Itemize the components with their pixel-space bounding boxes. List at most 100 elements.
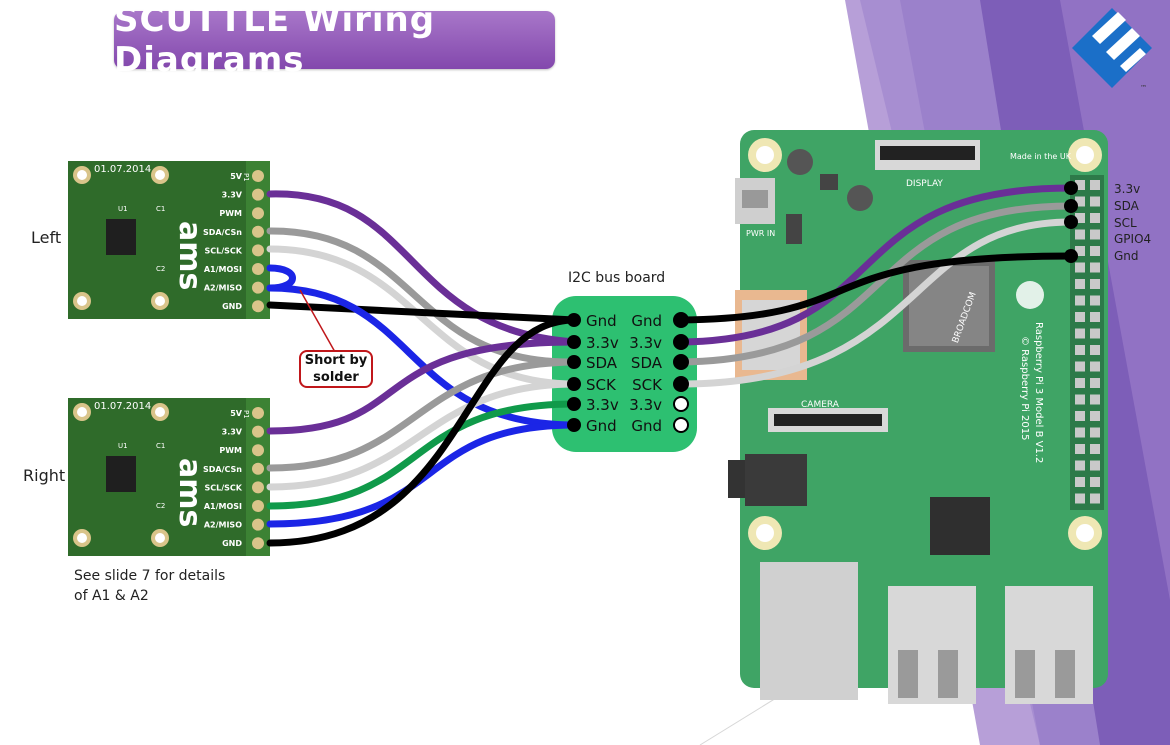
gpio-pin [1090,229,1100,240]
sensor-pin-pad [252,444,264,457]
gpio-pin [1090,345,1100,355]
pwr-in-label: PWR IN [746,229,775,238]
gpio-pin [1075,378,1085,388]
bus-left-terminal [567,377,581,391]
wire-right-3v3 [266,338,579,435]
cap1-label: C1 [156,442,165,450]
left-sensor-label: Left [31,228,62,247]
sensor-pin-label: PWM [219,446,242,455]
bus-left-terminal [567,397,581,411]
sensor-pin-pad [252,425,264,438]
wire-right-gnd [266,316,579,547]
details-note: See slide 7 for details of A1 & A2 [74,566,274,606]
bus-right-terminal [673,312,689,328]
gpio-pin [1075,246,1085,256]
wire-pi-3v3 [676,184,1075,346]
wires [266,184,1075,547]
sensor-pin-pad [252,188,264,201]
wire-right-sda [266,358,579,472]
sensor-pin-label: A2/MISO [204,284,242,293]
gpio-pin [1090,460,1100,471]
gpio-pin [1075,196,1085,207]
wire-left-gnd [266,301,579,324]
bus-right-terminal [673,334,689,350]
sensor-board-right: 01.07.2014 ams U1 C1 C2 P1 5V3.3VPWMSDA/… [68,398,270,556]
bus-right-label: SCK [632,376,663,394]
gpio-pin [1075,312,1085,322]
pi-pin-label-gnd: Gnd [1114,249,1139,263]
cap2-label: C2 [156,502,165,510]
sensor-pin-pad [252,300,264,313]
gpio-pin [1075,477,1085,487]
bus-left-terminal [567,418,581,432]
pi-pin-label-3v3: 3.3v [1114,182,1141,196]
callout-line2: solder [313,370,359,385]
wire-right-scl [266,380,579,491]
wire-pi-scl [676,218,1075,388]
right-sensor-label: Right [23,466,66,485]
gpio-pin [1075,180,1085,190]
bus-right-terminal [673,354,689,370]
board-date: 01.07.2014 [94,401,151,412]
sensor-pin-pad [252,407,264,419]
raspberry-pi-board: Made in the UK DISPLAY CAMERA PWR IN BRO… [728,130,1108,704]
sensor-pin-pad [252,281,264,294]
display-label: DISPLAY [906,179,943,189]
cap2-label: C2 [156,265,165,273]
sensor-pin-label: 5V [230,172,243,181]
bus-left-label: SCK [586,376,617,394]
copyright-label: © Raspberry Pi 2015 [1019,336,1030,440]
wire-left-scl [266,245,579,388]
gpio-pin [1090,196,1100,207]
note-line2: of A1 & A2 [74,588,149,604]
sensor-pin-pad [252,500,264,512]
sensor-pin-pad [252,518,264,531]
gpio-pin [1075,262,1085,273]
gpio-pin [1075,427,1085,438]
gpio-pin [1090,312,1100,322]
bus-board-title: I2C bus board [568,270,666,286]
bus-right-label: 3.3v [629,396,662,414]
callout-line1: Short by [304,353,368,368]
made-in-label: Made in the UK [1010,152,1072,161]
bus-right-label: Gnd [631,312,662,330]
board-brand: ams [172,458,207,527]
wire-left-a2-gnd [266,284,579,429]
gpio-pin [1075,394,1085,405]
bus-right-terminal [673,376,689,392]
sensor-pin-label: SCL/SCK [205,483,243,492]
sensor-pin-pad [252,462,264,475]
gpio-pin [1090,180,1100,190]
gpio-pin [1090,328,1100,339]
sensor-pin-label: A1/MOSI [204,502,242,511]
gpio-pin [1090,411,1100,421]
board-date: 01.07.2014 [94,164,151,175]
sensor-pin-label: A1/MOSI [204,265,242,274]
gpio-pin [1075,444,1085,454]
short-by-solder-callout: Short by solder [299,350,373,388]
note-line1: See slide 7 for details [74,568,226,584]
gpio-pin [1090,295,1100,306]
bus-right-terminal [673,417,689,433]
wire-left-3v3 [266,190,579,346]
pi-wire-endpoints [1064,181,1078,263]
gpio-pin [1090,427,1100,438]
wire-right-a1 [266,400,579,510]
gpio-pin [1075,460,1085,471]
bus-left-terminal [567,335,581,349]
svg-text:™: ™ [1140,84,1147,92]
header-label: P1 [242,410,250,419]
gpio-header [1075,180,1100,504]
gpio-pin [1090,246,1100,256]
bus-left-label: 3.3v [586,334,619,352]
bus-right-terminal [673,396,689,412]
gpio-pin [1090,493,1100,504]
gpio-pin [1075,295,1085,306]
gpio-pin [1075,229,1085,240]
gpio-pin [1090,262,1100,273]
gpio-pin [1075,361,1085,372]
